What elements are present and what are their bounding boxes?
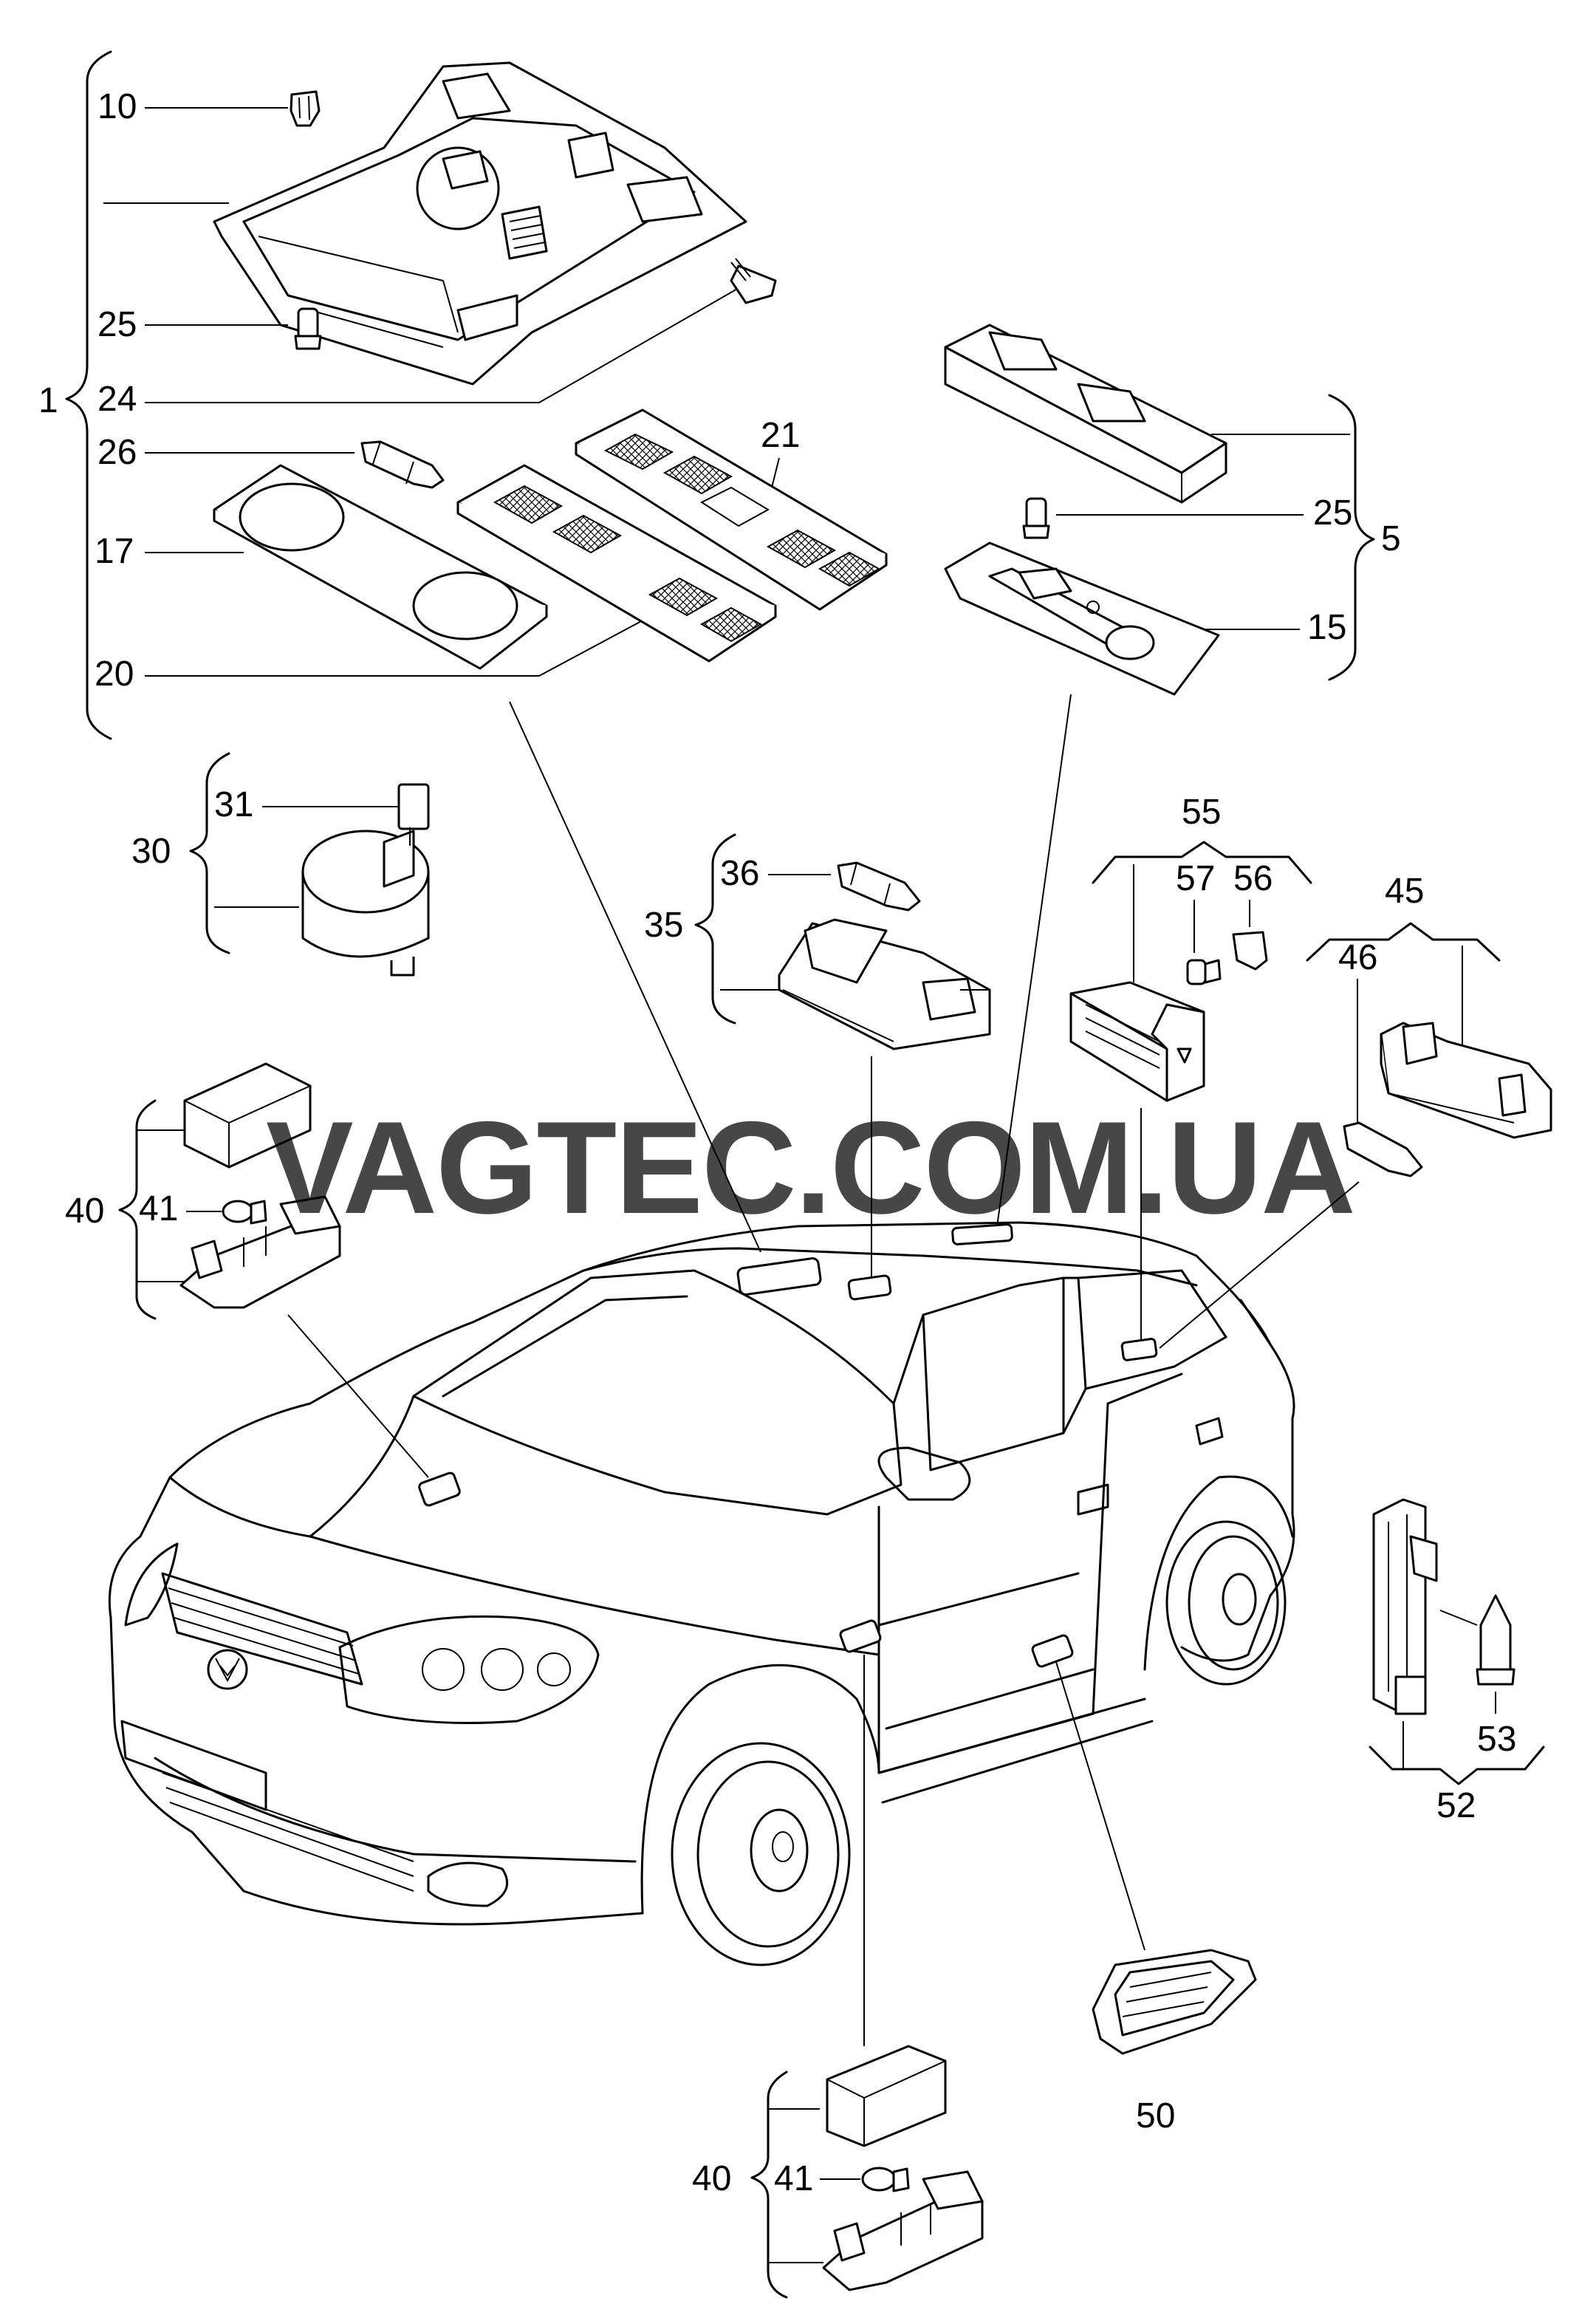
callout-25-left: 25 (97, 305, 137, 344)
callout-10: 10 (97, 87, 137, 126)
callout-40-upper: 40 (65, 1192, 104, 1231)
callout-30: 30 (131, 832, 171, 871)
festoon-bulb-part-46 (1343, 1121, 1423, 1177)
callout-53: 53 (1477, 1720, 1516, 1759)
festoon-bulb-part-36 (837, 861, 921, 912)
switch-part-30 (301, 783, 430, 977)
clip-part-10 (290, 90, 321, 127)
car-illustration (108, 694, 1360, 2046)
callout-35: 35 (644, 906, 683, 945)
screw-part-24 (730, 258, 777, 304)
callout-52: 52 (1436, 1786, 1476, 1825)
bulb-part-25-left (294, 307, 322, 350)
callout-26: 26 (97, 433, 137, 472)
bulb-part-41-upper (222, 1200, 267, 1225)
group-45-door-light: 45 46 (1306, 872, 1552, 1177)
lamp-part-40-upper (179, 1195, 341, 1309)
group-35-interior-light: 35 36 (644, 833, 991, 1050)
group-55-footwell-light: 55 57 56 (1069, 793, 1312, 1102)
lamp-part-40-lower (822, 2170, 984, 2291)
group-40-lower-lamp: 40 41 (692, 2045, 984, 2299)
callout-24: 24 (97, 380, 137, 419)
lamp-part-50 (1092, 1949, 1257, 2055)
callout-50: 50 (1136, 2096, 1175, 2136)
socket-part-56 (1232, 931, 1268, 971)
group-5-rear-light: 5 25 15 (944, 324, 1401, 696)
cover-part-40-upper (183, 1062, 312, 1169)
lens-part-17 (213, 464, 548, 670)
festoon-bulb-part-26 (360, 440, 445, 489)
watermark-text: VAGTEC.COM.UA (266, 1094, 1354, 1241)
housing-part-35 (778, 918, 991, 1050)
lamp-part-55 (1069, 981, 1205, 1102)
callout-1: 1 (38, 381, 58, 420)
callout-31: 31 (214, 785, 253, 824)
bulb-part-41-lower (861, 2167, 910, 2192)
callout-15: 15 (1307, 608, 1346, 647)
callout-57: 57 (1176, 859, 1215, 898)
group-52-boot-light: 53 52 (1369, 1498, 1545, 1825)
lens-part-20 (456, 464, 777, 663)
callout-21: 21 (761, 416, 800, 455)
group-50-lamp: 50 (1092, 1949, 1257, 2136)
festoon-bulb-part-53 (1476, 1594, 1515, 1686)
group-40-upper-lamp: 40 41 (65, 1062, 341, 1320)
group-30-light-switch: 30 31 (131, 752, 430, 977)
lens-part-21 (575, 408, 888, 611)
console-housing (213, 61, 747, 386)
callout-20: 20 (95, 654, 134, 694)
callout-25-right: 25 (1313, 493, 1352, 533)
callout-41-lower: 41 (774, 2159, 813, 2198)
cover-part-40-lower (826, 2045, 947, 2147)
callout-46: 46 (1338, 938, 1377, 977)
lamp-part-45 (1380, 1022, 1552, 1139)
callout-5: 5 (1381, 519, 1401, 558)
group-1-overhead-console: 1 10 25 24 (38, 50, 888, 740)
callout-40-lower: 40 (692, 2159, 731, 2198)
callout-41-upper: 41 (139, 1189, 178, 1228)
callout-55: 55 (1182, 793, 1221, 832)
lens-part-15 (944, 541, 1220, 696)
callout-36: 36 (720, 854, 759, 893)
bulb-part-25-right (1022, 497, 1050, 539)
callout-56: 56 (1233, 859, 1273, 898)
callout-17: 17 (95, 532, 134, 571)
bulb-part-57 (1186, 959, 1222, 985)
lamp-part-52 (1372, 1498, 1438, 1715)
callout-45: 45 (1385, 872, 1424, 911)
housing-part-5 (944, 324, 1227, 504)
